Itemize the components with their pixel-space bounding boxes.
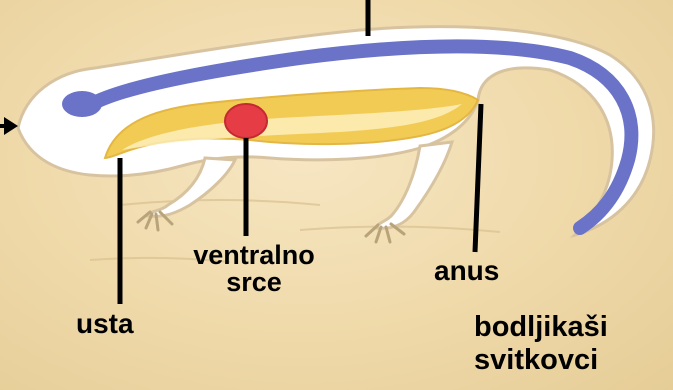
group-label-line2: svitkovci [474, 344, 608, 377]
brain [62, 91, 102, 117]
ventral-heart [225, 104, 267, 138]
ventral-heart-label-line1: ventralno [168, 242, 340, 269]
mouth-label: usta [76, 310, 134, 338]
anus-label: anus [434, 257, 499, 285]
arrow-right-icon [0, 117, 18, 135]
group-label-line1: bodljikaši [474, 311, 608, 344]
ventral-heart-label-line2: srce [168, 269, 340, 296]
ventral-heart-label: ventralno srce [168, 242, 340, 296]
group-label: bodljikaši svitkovci [474, 311, 608, 378]
